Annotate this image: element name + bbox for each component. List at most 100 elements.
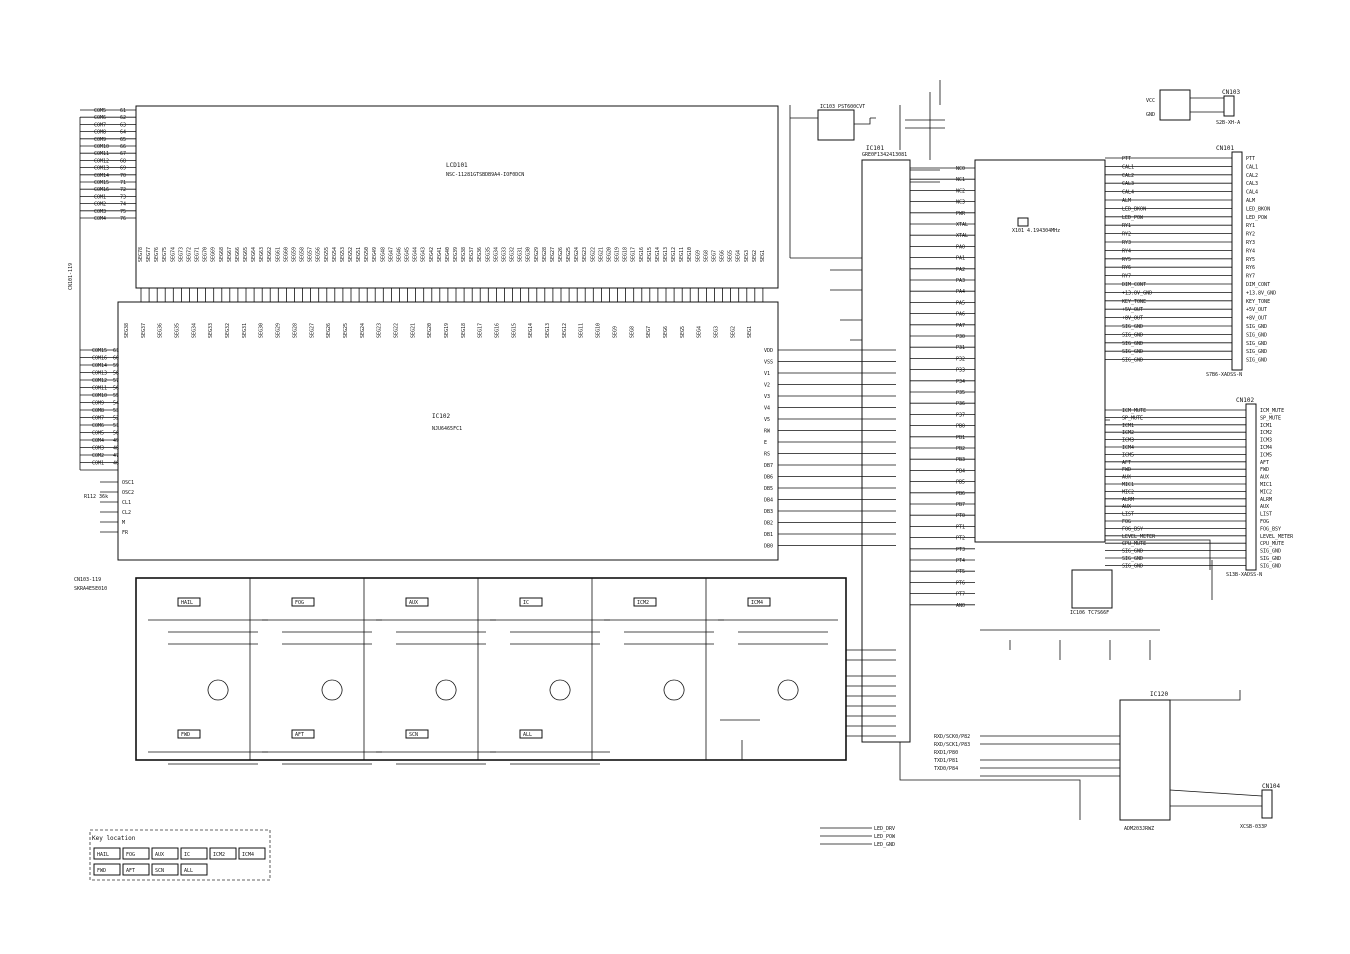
cn102-pin-label: ALRM: [1260, 497, 1272, 503]
cn102-pin-label: LEVEL_METER: [1260, 534, 1294, 540]
serial-pin-label: RXD1/P80: [934, 750, 958, 756]
serial-conn-ref: CN104: [1262, 783, 1280, 790]
lcd-com-pin: 62: [120, 115, 126, 121]
driver-seg-label: SEG33: [208, 323, 214, 338]
driver-com-pin: 46: [113, 461, 119, 467]
cn102-signal-label: SIG_GND: [1122, 556, 1143, 562]
lcd-com-label: COM9: [94, 137, 106, 143]
driver-com-pin: 49: [113, 438, 119, 444]
cn101-signal-label: CAL1: [1122, 164, 1134, 170]
lcd-seg-label: SEG2: [752, 250, 758, 262]
driver-seg-label: SEG17: [478, 323, 484, 338]
lcd-com-label: COM16: [94, 187, 109, 193]
cpu-pin-label: PB6: [956, 491, 965, 497]
driver-osc-pin: OSC2: [122, 490, 134, 496]
lcd-seg-label: SEG77: [146, 247, 152, 262]
cpu-pin-label: PA2: [956, 267, 965, 273]
serial-ic-part: ADM203JRWZ: [1124, 826, 1154, 832]
legend-key: [151, 847, 179, 860]
lcd-com-label: COM8: [94, 130, 106, 136]
lcd-seg-label: SEG63: [259, 247, 265, 262]
legend-key-label: ICM2: [213, 852, 225, 858]
switch-row-wire: [376, 751, 496, 765]
lcd-seg-label: SEG60: [283, 247, 289, 262]
cpu-ref: IC101: [866, 145, 884, 152]
cn102-pin-label: AUX: [1260, 504, 1269, 510]
lcd-seg-label: SEG59: [291, 247, 297, 262]
lcd-com-pin: 64: [120, 130, 126, 136]
legend-key: [151, 863, 179, 876]
driver-seg-label: SEG24: [360, 323, 366, 338]
lcd-seg-label: SEG58: [300, 247, 306, 262]
driver-right-pin: V1: [764, 371, 770, 377]
cn101-pin-label: SIG_GND: [1246, 332, 1267, 338]
cn101-pin-label: RY4: [1246, 248, 1255, 254]
lcd-com-pin: 72: [120, 187, 126, 193]
driver-seg-label: SEG10: [596, 323, 602, 338]
cpu-pin-label: P34: [956, 379, 965, 385]
cn102-signal-label: ICM1: [1122, 423, 1134, 429]
cn101-signal-label: +13.8V_GND: [1122, 290, 1152, 296]
cpu-pin-label: PT4: [956, 558, 965, 564]
switch-cap: [291, 597, 315, 607]
serial-pins: RXD/SCK0/P82RXD/SCK1/P83RXD1/P80TXD1/P81…: [934, 734, 970, 772]
cn102-pin-label: SP_MUTE: [1260, 415, 1281, 421]
legend-title: Key location: [92, 835, 136, 842]
cn101-ref: CN101: [1216, 145, 1234, 152]
lcd-part: NSC-11281GTSBDB9A4-IOF0DCN: [446, 172, 524, 178]
cn101-signal-label: RY1: [1122, 223, 1131, 229]
lcd-seg-label: SEG17: [631, 247, 637, 262]
serial-block: IC120 ADM203JRWZ CN104 XCSB-033P RXD/SCK…: [934, 691, 1280, 832]
driver-ref: IC102: [432, 413, 450, 420]
cpu-right-wires: [1105, 419, 1213, 600]
cpu-bottom-wires: [980, 629, 1160, 660]
cn101-pin-label: SIG_GND: [1246, 341, 1267, 347]
driver-seg-label: SEG4: [697, 326, 703, 338]
transistor-symbol: [321, 679, 343, 701]
driver-seg-label: SEG32: [225, 323, 231, 338]
left-bus-label: CN101-119: [68, 263, 74, 290]
cn102-signal-label: ICM4: [1122, 445, 1134, 451]
regulator-wires: [789, 80, 941, 258]
cpu-top-wires: [790, 92, 940, 341]
cn101-outline: [1231, 151, 1243, 371]
lcd-com-label: COM3: [94, 209, 106, 215]
legend-key-label: IC: [184, 852, 190, 858]
lcd-seg-label: SEG28: [542, 247, 548, 262]
driver-com-pin: 48: [113, 446, 119, 452]
cn101-signal-label: SIG_GND: [1122, 349, 1143, 355]
driver-seg-label: SEG37: [141, 323, 147, 338]
serial-conn: [1261, 789, 1273, 819]
cn103-outline: [1223, 95, 1235, 117]
cn101-signal-label: SIG_GND: [1122, 332, 1143, 338]
lcd-seg-label: SEG10: [687, 247, 693, 262]
cn101-pin-label: CAL3: [1246, 181, 1258, 187]
lcd-seg-label: SEG8: [703, 250, 709, 262]
lcd-com-label: COM15: [94, 180, 109, 186]
lcd-seg-label: SEG61: [275, 247, 281, 262]
lcd-com-label: COM7: [94, 122, 106, 128]
driver-com-label: COM15: [92, 348, 107, 354]
lcd-seg-label: SEG30: [526, 247, 532, 262]
driver-com-pin: 55: [113, 393, 119, 399]
driver-seg-label: SEG25: [343, 323, 349, 338]
lcd-seg-label: SEG74: [170, 247, 176, 262]
lcd-seg-label: SEG29: [534, 247, 540, 262]
cpu-pin-label: PT7: [956, 592, 965, 598]
seg-links: [140, 288, 764, 302]
cn103-body: [1159, 89, 1191, 121]
legend-key-label: AUX: [155, 852, 164, 858]
driver-osc-pin: FR: [122, 530, 129, 536]
cn102-pin-label: ICM1: [1260, 423, 1272, 429]
cn101-signal-label: RY4: [1122, 248, 1131, 254]
driver-seg-label: SEG7: [646, 326, 652, 338]
cn101-signal-label: SIG_GND: [1122, 341, 1143, 347]
led-drv-label: LED_DRV: [874, 826, 895, 832]
lcd-seg-label: SEG27: [550, 247, 556, 262]
cn101-signal-label: PTT: [1122, 156, 1131, 162]
driver-seg-label: SEG26: [326, 323, 332, 338]
cpu-pin-label: PT0: [956, 513, 965, 519]
